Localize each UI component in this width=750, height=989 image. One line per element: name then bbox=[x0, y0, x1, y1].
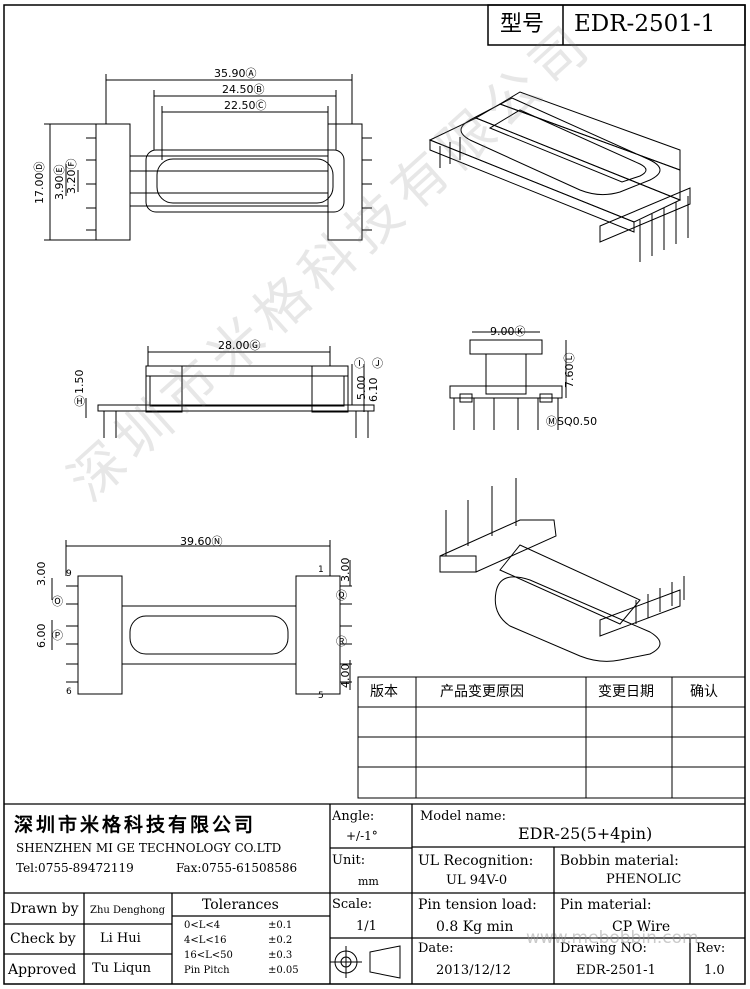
tol-range-2: 16<L<50 bbox=[184, 950, 233, 961]
rev-header-version: 版本 bbox=[370, 684, 398, 700]
angle-label: Angle: bbox=[332, 809, 375, 824]
drawn-value: Zhu Denghong bbox=[90, 905, 166, 916]
tension-label: Pin tension load: bbox=[418, 897, 537, 913]
approved-label: Approved bbox=[8, 962, 77, 978]
isometric-view-bottom bbox=[439, 478, 685, 662]
check-value: Li Hui bbox=[100, 931, 141, 946]
header-box bbox=[487, 4, 746, 46]
dim-h-label: Ⓗ bbox=[74, 395, 85, 408]
date-label: Date: bbox=[418, 941, 454, 956]
angle-value: +/-1° bbox=[346, 829, 378, 843]
tolerances-label: Tolerances bbox=[202, 897, 279, 913]
dim-r-label: Ⓡ bbox=[336, 635, 347, 648]
dim-4-00: 4.00 bbox=[339, 663, 352, 689]
model-label: 型号 bbox=[500, 12, 545, 37]
dim-6-10: 6.10 bbox=[367, 377, 380, 403]
dim-f: 3.20Ⓕ bbox=[65, 158, 78, 195]
tol-value-3: ±0.05 bbox=[268, 965, 299, 976]
dim-a: 35.90Ⓐ bbox=[214, 67, 257, 80]
title-block-grid bbox=[4, 803, 745, 984]
dim-3-00-right: 3.00 bbox=[339, 557, 352, 583]
dim-i-label: Ⓘ bbox=[354, 357, 365, 370]
dim-5-00: 5.00 bbox=[355, 375, 368, 401]
rev-header-date: 变更日期 bbox=[598, 684, 654, 700]
tol-range-3: Pin Pitch bbox=[184, 965, 230, 976]
date-value: 2013/12/12 bbox=[436, 963, 511, 978]
dim-q-label: Ⓠ bbox=[336, 589, 347, 602]
isometric-view-top bbox=[428, 91, 691, 262]
model-name-label: Model name: bbox=[420, 809, 506, 824]
dim-m: ⓂSQ0.50 bbox=[546, 415, 598, 428]
approved-value: Tu Liqun bbox=[92, 961, 152, 976]
pin-label-1: 1 bbox=[318, 565, 324, 575]
dim-l: 7.60Ⓛ bbox=[563, 352, 576, 389]
dim-e: 3.90Ⓔ bbox=[53, 164, 66, 201]
rev-label: Rev: bbox=[696, 941, 726, 956]
dim-o-label: Ⓞ bbox=[52, 595, 63, 608]
dim-3-00-left: 3.00 bbox=[35, 561, 48, 587]
unit-value: mm bbox=[358, 875, 379, 888]
model-value: EDR-2501-1 bbox=[574, 11, 716, 37]
bobbin-value: PHENOLIC bbox=[606, 872, 682, 887]
dim-k: 9.00Ⓚ bbox=[490, 325, 526, 338]
tol-value-1: ±0.2 bbox=[268, 935, 293, 946]
drawing-no-value: EDR-2501-1 bbox=[576, 963, 656, 978]
drawing-no-label: Drawing NO: bbox=[560, 941, 647, 956]
pin-label-5: 5 bbox=[318, 691, 324, 701]
dim-b: 24.50Ⓑ bbox=[222, 83, 265, 96]
tol-range-1: 4<L<16 bbox=[184, 935, 227, 946]
company-tel: Tel:0755-89472119 bbox=[16, 861, 134, 875]
rev-header-confirm: 确认 bbox=[690, 684, 718, 700]
dim-6-00: 6.00 bbox=[35, 623, 48, 649]
bobbin-label: Bobbin material: bbox=[560, 853, 679, 869]
scale-label: Scale: bbox=[332, 897, 373, 912]
tol-value-0: ±0.1 bbox=[268, 920, 293, 931]
end-view bbox=[449, 331, 567, 430]
outer-frame bbox=[3, 4, 746, 985]
dim-p-label: Ⓟ bbox=[52, 629, 63, 642]
rev-value: 1.0 bbox=[704, 963, 725, 978]
website-watermark: www.mebobbin.com bbox=[526, 928, 699, 948]
projection-symbol-icon bbox=[330, 945, 401, 979]
dim-j-label: Ⓙ bbox=[372, 357, 383, 370]
company-fax: Fax:0755-61508586 bbox=[176, 861, 298, 875]
tol-value-2: ±0.3 bbox=[268, 950, 293, 961]
dim-n: 39.60Ⓝ bbox=[180, 535, 223, 548]
unit-label: Unit: bbox=[332, 853, 366, 868]
check-label: Check by bbox=[10, 931, 76, 947]
tol-range-0: 0<L<4 bbox=[184, 920, 221, 931]
pin-label-6: 6 bbox=[66, 687, 72, 697]
pin-material-label: Pin material: bbox=[560, 897, 652, 913]
top-view bbox=[44, 74, 372, 241]
dim-c: 22.50Ⓒ bbox=[224, 99, 267, 112]
pin-material-value: CP Wire bbox=[612, 919, 671, 935]
revision-table-grid bbox=[357, 676, 746, 799]
side-view bbox=[85, 346, 375, 438]
rev-header-reason: 产品变更原因 bbox=[440, 684, 524, 700]
drawn-label: Drawn by bbox=[10, 901, 79, 917]
dim-g: 28.00Ⓖ bbox=[218, 339, 261, 352]
ul-label: UL Recognition: bbox=[418, 853, 534, 869]
scale-value: 1/1 bbox=[356, 919, 377, 934]
company-en: SHENZHEN MI GE TECHNOLOGY CO.LTD bbox=[16, 841, 282, 855]
dim-d: 17.00Ⓓ bbox=[33, 161, 46, 205]
bottom-view bbox=[51, 540, 352, 695]
tension-value: 0.8 Kg min bbox=[436, 919, 514, 935]
dim-h-value: 1.50 bbox=[73, 369, 86, 395]
pin-label-9: 9 bbox=[66, 569, 72, 579]
ul-value: UL 94V-0 bbox=[446, 873, 508, 888]
company-cn: 深圳市米格科技有限公司 bbox=[14, 814, 257, 836]
model-name-value: EDR-25(5+4pin) bbox=[518, 824, 653, 843]
